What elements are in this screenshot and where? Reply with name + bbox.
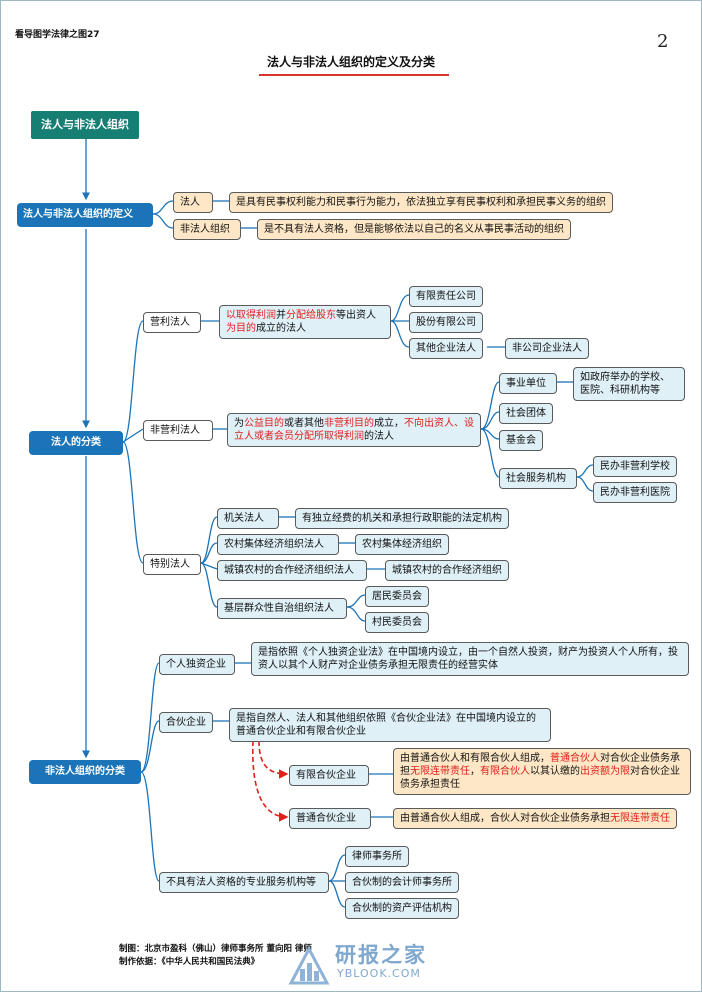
yx-4: 无限连带责任 [410, 766, 470, 777]
footer-source: 制作依据：《中华人民共和国民法典》 [119, 957, 260, 967]
yx-1: 由普通合伙人和有限合伙人组成， [400, 753, 550, 764]
feifaren-node: 非法人组织 [173, 219, 241, 240]
footer-author: 制图：北京市盈科（佛山）律师事务所 董向阳 律师 [119, 944, 312, 954]
yingli-red-1: 以取得利润 [226, 310, 276, 321]
feiyingli-child: 基金会 [499, 430, 543, 451]
fy-red-6: 不向出资人、 [404, 418, 464, 429]
title-underline [259, 74, 449, 76]
putong-node: 普通合伙企业 [289, 808, 371, 829]
hehuo-definition: 是指自然人、法人和其他组织依照《合伙企业法》在中国境内设立的普通合伙企业和有限合… [229, 708, 551, 742]
fy-red-7: 设立人或者会员分配所取得利润 [234, 418, 474, 442]
tebie-item: 机关法人 [217, 508, 279, 529]
fy-text-8: 的法人 [364, 431, 394, 442]
fy-red-4: 非营利目的 [324, 418, 374, 429]
youxian-node: 有限合伙企业 [289, 765, 369, 786]
pt-1: 由普通合伙人组成，合伙人对合伙企业债务承担 [400, 813, 610, 824]
feiyingli-node: 非营利法人 [143, 420, 213, 441]
tebie-node: 特别法人 [143, 554, 201, 575]
fy-text-1: 为 [234, 418, 244, 429]
fy-text-3: 或者其他 [284, 418, 324, 429]
feiyingli-definition: 为公益目的或者其他非营利目的成立，不向出资人、设立人或者会员分配所取得利润的法人 [227, 413, 481, 447]
fy-text-5: 成立， [374, 418, 404, 429]
watermark-logo-icon [287, 945, 331, 985]
yingli-definition: 以取得利润并分配给股东等出资人为目的成立的法人 [219, 305, 391, 339]
feifaren-class-node: 非法人组织的分类 [29, 760, 141, 784]
yingli-child: 其他企业法人 [409, 338, 483, 359]
faren-definition: 是具有民事权利能力和民事行为能力，依法独立享有民事权利和承担民事义务的组织 [229, 192, 613, 213]
yingli-node: 营利法人 [143, 312, 201, 333]
yingli-red-5: 为目的 [226, 323, 256, 334]
fy-red-2: 公益目的 [244, 418, 284, 429]
putong-definition: 由普通合伙人组成，合伙人对合伙企业债务承担无限连带责任 [393, 808, 677, 829]
tebie-item-child: 居民委员会 [365, 586, 429, 607]
yingli-text-6: 成立的法人 [256, 323, 306, 334]
tebie-item-desc: 城镇农村的合作经济组织 [385, 560, 509, 581]
zhuanye-child: 合伙制的会计师事务所 [345, 872, 459, 893]
yingli-text-4: 等出资人 [336, 310, 376, 321]
feiyingli-child: 社会服务机构 [499, 468, 577, 489]
faren-node: 法人 [173, 192, 213, 213]
geren-definition: 是指依照《个人独资企业法》在中国境内设立，由一个自然人投资，财产为投资人个人所有… [251, 642, 689, 676]
yx-9: 对合伙企业债务承担责任 [400, 766, 680, 790]
tebie-item: 基层群众性自治组织法人 [217, 598, 347, 619]
yx-5: ， [470, 766, 480, 777]
series-label: 看导图学法律之图27 [15, 30, 100, 40]
yx-3: 对合伙企业债务承担 [400, 753, 680, 777]
faren-class-node: 法人的分类 [29, 431, 123, 455]
tebie-item-desc: 有独立经费的机关和承担行政职能的法定机构 [295, 508, 509, 529]
geren-node: 个人独资企业 [159, 654, 235, 675]
watermark-en: YBLOOK.COM [337, 967, 421, 980]
page-title: 法人与非法人组织的定义及分类 [266, 55, 435, 69]
yingli-child: 有限责任公司 [409, 286, 483, 307]
yx-6: 有限合伙人 [480, 766, 530, 777]
youxian-definition: 由普通合伙人和有限合伙人组成，普通合伙人对合伙企业债务承担无限连带责任，有限合伙… [393, 748, 691, 795]
shehui-child: 民办非营利医院 [593, 482, 677, 503]
root-node: 法人与非法人组织 [31, 111, 139, 139]
hehuo-node: 合伙企业 [159, 712, 213, 733]
pt-2: 无限连带责任 [610, 813, 670, 824]
zhuanye-child: 合伙制的资产评估机构 [345, 898, 459, 919]
zhuanye-child: 律师事务所 [345, 846, 409, 867]
yingli-subchild: 非公司企业法人 [505, 338, 589, 359]
zhuanye-node: 不具有法人资格的专业服务机构等 [159, 872, 329, 893]
yingli-red-3: 分配给股东 [286, 310, 336, 321]
feiyingli-child: 社会团体 [499, 403, 553, 424]
yingli-child: 股份有限公司 [409, 312, 483, 333]
yx-8: 出资额为限 [580, 766, 630, 777]
tebie-item: 城镇农村的合作经济组织法人 [217, 560, 367, 581]
shehui-child: 民办非营利学校 [593, 456, 677, 477]
feiyingli-child: 事业单位 [499, 373, 557, 394]
tebie-item-desc: 农村集体经济组织 [355, 534, 449, 555]
tebie-item: 农村集体经济组织法人 [217, 534, 339, 555]
yx-2: 普通合伙人 [550, 753, 600, 764]
watermark-cn: 研报之家 [335, 943, 427, 967]
feifaren-definition: 是不具有法人资格，但是能够依法以自己的名义从事民事活动的组织 [257, 219, 571, 240]
yingli-text-2: 并 [276, 310, 286, 321]
page-number: 2 [657, 31, 669, 52]
tebie-item-child: 村民委员会 [365, 612, 429, 633]
definition-node: 法人与非法人组织的定义 [17, 203, 153, 227]
shiye-example: 如政府举办的学校、医院、科研机构等 [573, 367, 685, 401]
yx-7: 以其认缴的 [530, 766, 580, 777]
